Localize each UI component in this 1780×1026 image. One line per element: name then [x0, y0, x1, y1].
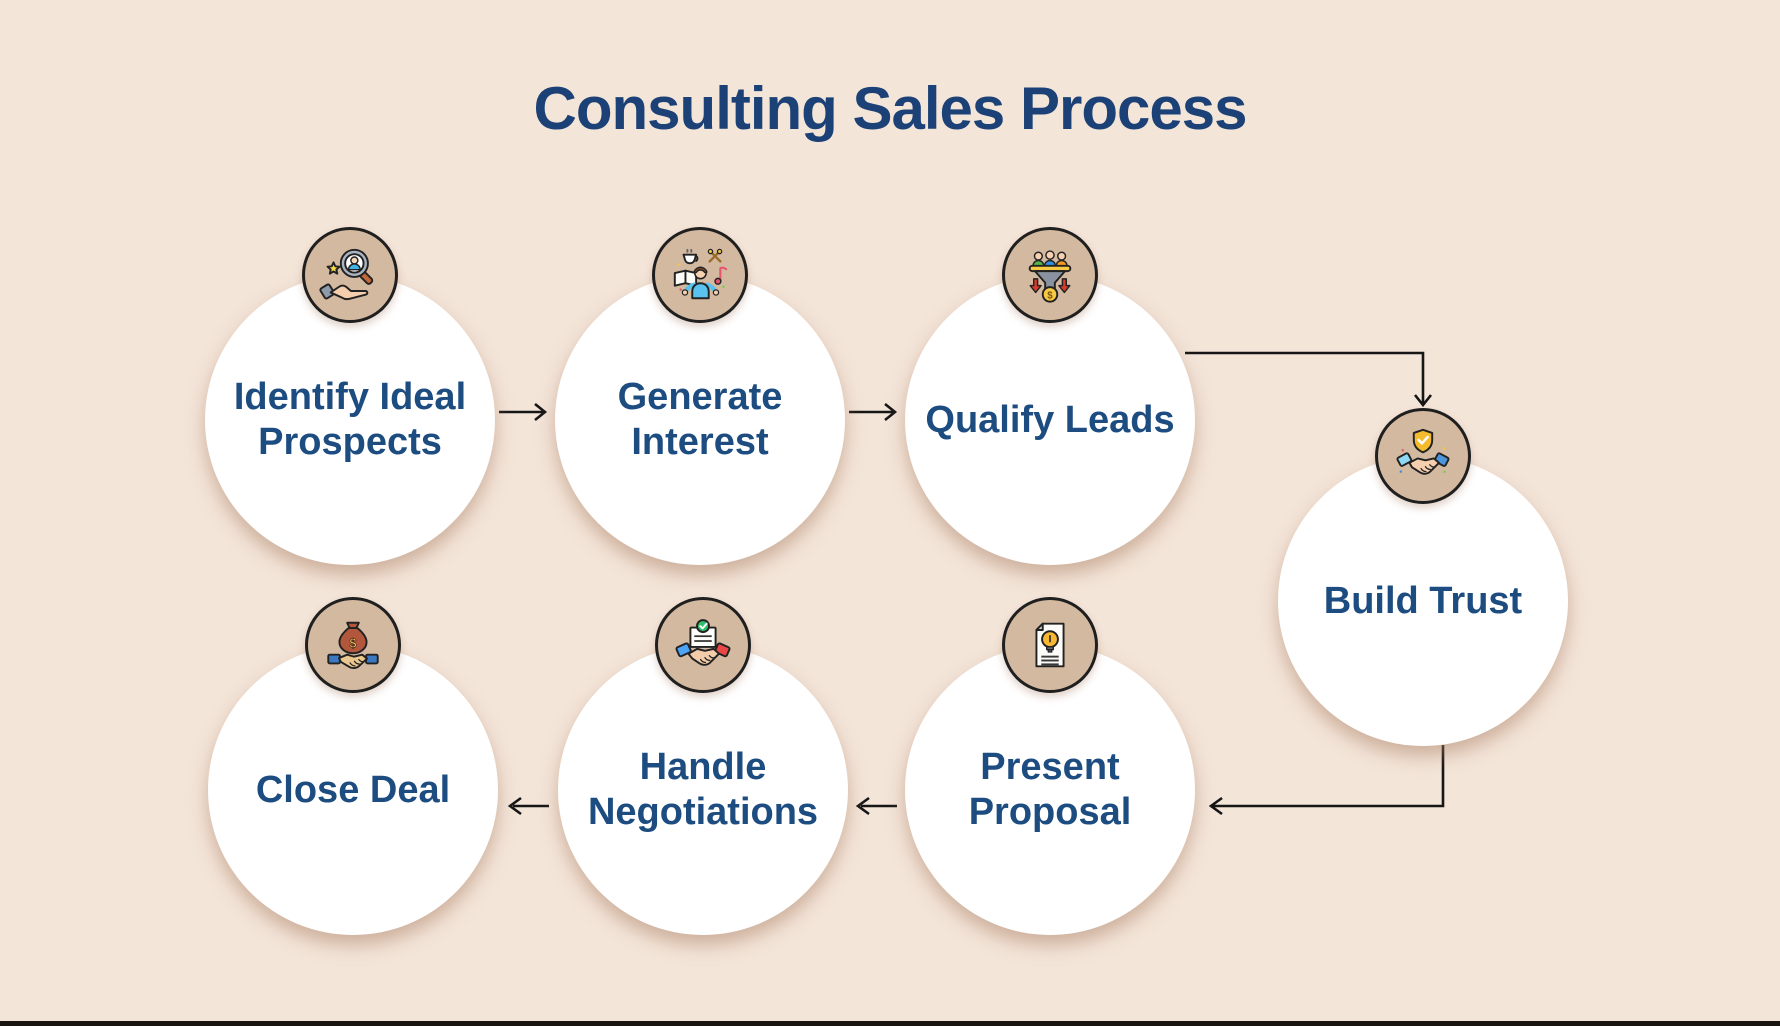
svg-text:$: $ [1047, 290, 1053, 301]
sales-funnel-icon: $ [1028, 250, 1072, 303]
step-label-line1: Close Deal [255, 768, 451, 811]
bottom-edge-bar [0, 1021, 1780, 1026]
step-label-line2: Prospects [258, 421, 442, 463]
step-label: Build Trust [1324, 579, 1522, 624]
step-handle-negotiations: Handle Negotiations [558, 597, 848, 935]
step-label-line1: Build Trust [1323, 579, 1523, 622]
connector-qualify-to-trust [1185, 351, 1433, 408]
step-close-deal: $ Close Deal [208, 597, 498, 935]
step-identify-ideal-prospects: Identify Ideal Prospects [205, 227, 495, 565]
lightbulb-document-icon [1035, 622, 1065, 668]
step-label-line1: Present [980, 746, 1120, 788]
step-label-line1: Generate [617, 376, 783, 418]
step-label: Present Proposal [969, 745, 1132, 835]
step-badge [652, 227, 748, 323]
step-generate-interest: Generate Interest [555, 227, 845, 565]
step-badge: $ [1002, 227, 1098, 323]
connector-negotiations-to-close [507, 796, 549, 816]
step-badge [302, 227, 398, 323]
step-label: Generate Interest [618, 375, 783, 465]
agreement-handshake-icon [675, 619, 731, 666]
person-interests-icon [673, 248, 728, 300]
connector-prospects-to-interest [499, 402, 548, 422]
step-badge [1002, 597, 1098, 693]
step-label: Qualify Leads [925, 398, 1174, 443]
connector-trust-to-proposal [1208, 745, 1445, 816]
step-build-trust: Build Trust [1278, 408, 1568, 746]
step-label: Handle Negotiations [588, 745, 818, 835]
step-label-line1: Handle [639, 746, 767, 788]
connector-interest-to-qualify [849, 402, 898, 422]
step-label: Identify Ideal Prospects [234, 375, 466, 465]
svg-text:$: $ [350, 636, 357, 650]
step-label-line2: Proposal [968, 791, 1132, 833]
shield-handshake-icon [1396, 428, 1450, 475]
step-label-line2: Interest [631, 421, 769, 463]
step-badge [655, 597, 751, 693]
money-bag-handshake-icon: $ [327, 621, 379, 670]
step-label-line1: Identify Ideal [233, 376, 467, 418]
step-label: Close Deal [256, 768, 450, 813]
step-badge [1375, 408, 1471, 504]
hand-magnifier-prospect-icon [319, 248, 374, 301]
step-qualify-leads: $ Qualify Leads [905, 227, 1195, 565]
step-badge: $ [305, 597, 401, 693]
connector-proposal-to-negotiations [855, 796, 897, 816]
page-title: Consulting Sales Process [533, 75, 1248, 142]
step-present-proposal: Present Proposal [905, 597, 1195, 935]
step-label-line1: Qualify Leads [925, 398, 1175, 441]
step-label-line2: Negotiations [587, 791, 819, 833]
